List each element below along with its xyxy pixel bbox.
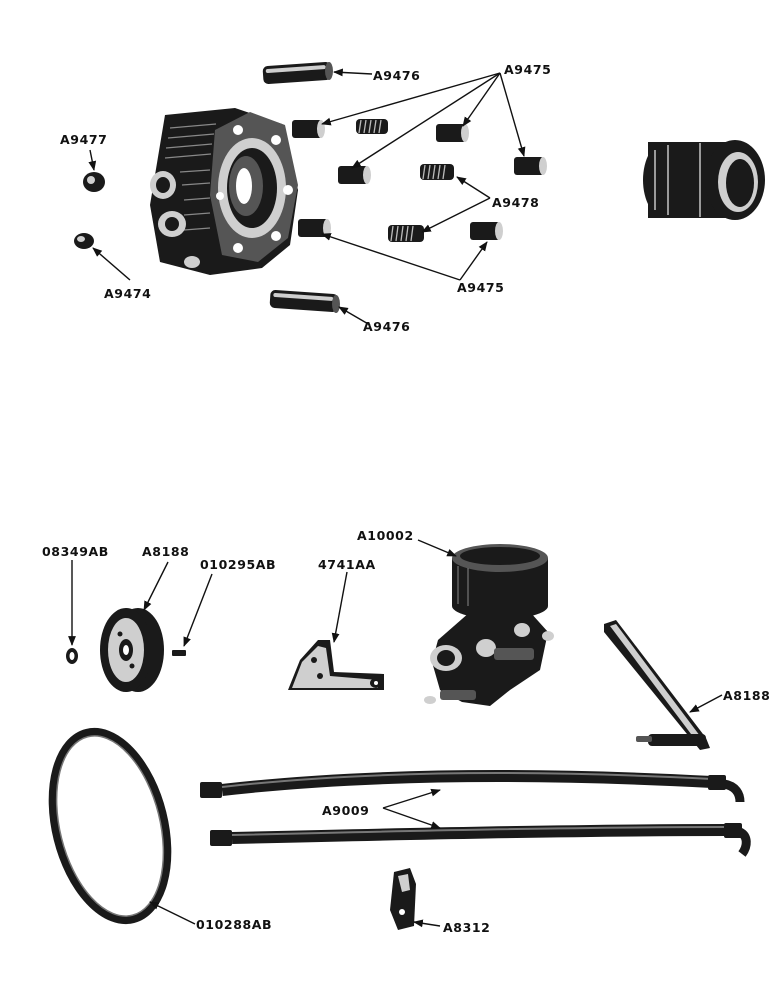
hose-icon <box>210 823 751 857</box>
label-a8188-lever: A8188 <box>723 688 770 703</box>
label-a9475-top: A9475 <box>504 62 551 77</box>
label-a9477: A9477 <box>60 132 107 147</box>
washer-icon <box>66 648 78 664</box>
label-a9478: A9478 <box>492 195 539 210</box>
pin-icon <box>269 289 340 313</box>
bushing-icon <box>514 157 547 175</box>
reservoir-icon <box>424 544 554 706</box>
bushing-icon <box>298 219 331 237</box>
clip-icon <box>390 868 416 930</box>
spring-icon <box>356 119 388 134</box>
label-a9474: A9474 <box>104 286 151 301</box>
bracket-icon <box>288 640 384 690</box>
label-4741aa: 4741AA <box>318 557 376 572</box>
seal-ring-icon <box>643 140 765 220</box>
label-a10002: A10002 <box>357 528 414 543</box>
pump-body-icon <box>150 108 298 275</box>
bushing-icon <box>470 222 503 240</box>
label-a9476-bottom: A9476 <box>363 319 410 334</box>
spring-icon <box>388 225 424 242</box>
lever-icon <box>604 620 710 750</box>
lower-leaders <box>68 539 723 928</box>
label-010288ab: 010288AB <box>196 917 272 932</box>
label-010295ab: 010295AB <box>200 557 276 572</box>
plug-icon <box>74 233 94 249</box>
label-a9009: A9009 <box>322 803 369 818</box>
hose-icon <box>200 770 745 803</box>
label-a8188-pulley: A8188 <box>142 544 189 559</box>
bushing-icon <box>338 166 371 184</box>
fitting-icon <box>83 172 105 192</box>
pulley-icon <box>100 608 164 692</box>
spring-icon <box>420 164 454 180</box>
label-a9476-top: A9476 <box>373 68 420 83</box>
bushing-icon <box>292 120 325 138</box>
label-a8312: A8312 <box>443 920 490 935</box>
label-a9475-bottom: A9475 <box>457 280 504 295</box>
belt-icon <box>48 727 172 925</box>
label-08349ab: 08349AB <box>42 544 109 559</box>
upper-leaders <box>88 68 526 326</box>
key-icon <box>172 650 186 656</box>
bushing-icon <box>436 124 469 142</box>
pin-icon <box>262 61 333 85</box>
